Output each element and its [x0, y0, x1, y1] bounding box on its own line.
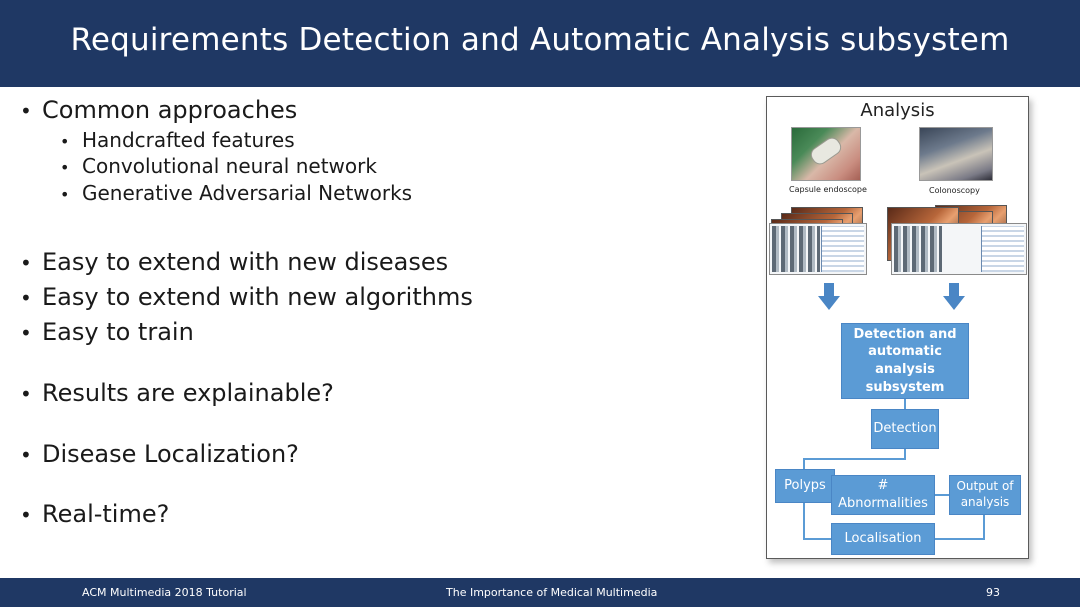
bullet-realtime: Real-time?	[20, 500, 169, 528]
bullet-diseases: Easy to extend with new diseases	[20, 248, 448, 276]
sub-bullet-cnn: Convolutional neural network	[60, 154, 377, 178]
footer-center-text: The Importance of Medical Multimedia	[446, 586, 658, 599]
sub-bullet-handcrafted: Handcrafted features	[60, 128, 295, 152]
connector-line	[904, 449, 906, 459]
sub-bullet-gan: Generative Adversarial Networks	[60, 181, 412, 205]
capsule-screenshot	[769, 223, 867, 275]
bullet-common-approaches: Common approaches	[20, 96, 297, 124]
down-arrow-icon	[943, 283, 965, 311]
colonoscopy-photo	[919, 127, 993, 181]
bullet-explainable: Results are explainable?	[20, 379, 334, 407]
bullet-algorithms: Easy to extend with new algorithms	[20, 283, 473, 311]
capsule-image-stack	[769, 201, 867, 275]
localisation-box: Localisation	[831, 523, 935, 555]
footer-left-text: ACM Multimedia 2018 Tutorial	[82, 586, 247, 599]
abnormalities-box: # Abnormalities	[831, 475, 935, 515]
bullet-localization: Disease Localization?	[20, 440, 299, 468]
connector-line	[983, 515, 985, 540]
page-number: 93	[986, 586, 1000, 599]
figure-title: Analysis	[860, 100, 935, 121]
detection-box: Detection	[871, 409, 939, 449]
analysis-figure: Analysis Capsule endoscope Colonoscopy D…	[766, 96, 1029, 559]
output-box: Output of analysis	[949, 475, 1021, 515]
capsule-endoscope-photo	[791, 127, 861, 181]
detection-analysis-box: Detection and automatic analysis subsyst…	[841, 323, 969, 399]
down-arrow-icon	[818, 283, 840, 311]
connector-line	[803, 538, 831, 540]
connector-line	[904, 399, 906, 409]
colonoscopy-screenshot	[891, 223, 1027, 275]
colonoscopy-caption: Colonoscopy	[929, 186, 980, 195]
slide-title: Requirements Detection and Automatic Ana…	[70, 22, 1010, 58]
bullet-train: Easy to train	[20, 318, 194, 346]
title-bar: Requirements Detection and Automatic Ana…	[0, 0, 1080, 87]
connector-line	[935, 538, 985, 540]
capsule-caption: Capsule endoscope	[789, 185, 867, 194]
connector-line	[803, 458, 906, 460]
connector-line	[935, 494, 949, 496]
connector-line	[803, 503, 805, 539]
colonoscopy-image-stack	[887, 201, 1027, 275]
connector-line	[803, 458, 805, 469]
polyps-box: Polyps	[775, 469, 835, 503]
footer-bar: ACM Multimedia 2018 Tutorial The Importa…	[0, 578, 1080, 607]
